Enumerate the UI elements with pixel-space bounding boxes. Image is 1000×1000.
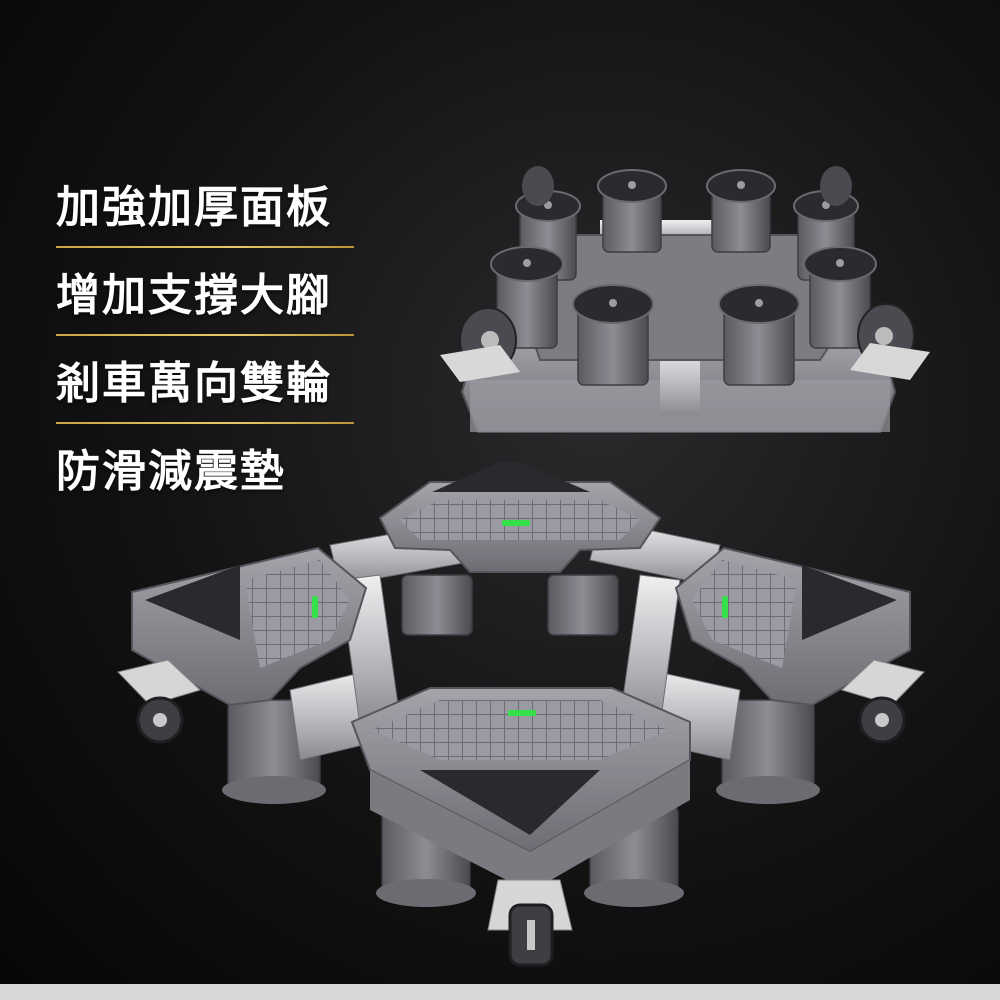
feature-brake-wheels: 剎車萬向雙輪	[56, 354, 356, 442]
feature-anti-slip-pad: 防滑減震墊	[56, 442, 356, 530]
feature-text: 增加支撐大腳	[56, 270, 332, 321]
bottom-caster-wheels	[117, 659, 925, 967]
top-product-view	[440, 166, 930, 433]
gold-divider	[56, 422, 354, 424]
feature-text: 加強加厚面板	[56, 182, 332, 233]
feature-reinforced-panel: 加強加厚面板	[56, 178, 356, 266]
feature-support-feet: 增加支撐大腳	[56, 266, 356, 354]
feature-text: 防滑減震墊	[56, 446, 286, 497]
level-indicators	[312, 520, 728, 716]
gold-divider	[56, 334, 354, 336]
feature-list: 加強加厚面板 增加支撐大腳 剎車萬向雙輪 防滑減震墊	[56, 178, 356, 530]
feature-text: 剎車萬向雙輪	[56, 358, 332, 409]
top-caster-wheels	[440, 166, 930, 382]
gold-divider	[56, 246, 354, 248]
bottom-strip	[0, 984, 1000, 1000]
bottom-product-view	[117, 462, 925, 967]
